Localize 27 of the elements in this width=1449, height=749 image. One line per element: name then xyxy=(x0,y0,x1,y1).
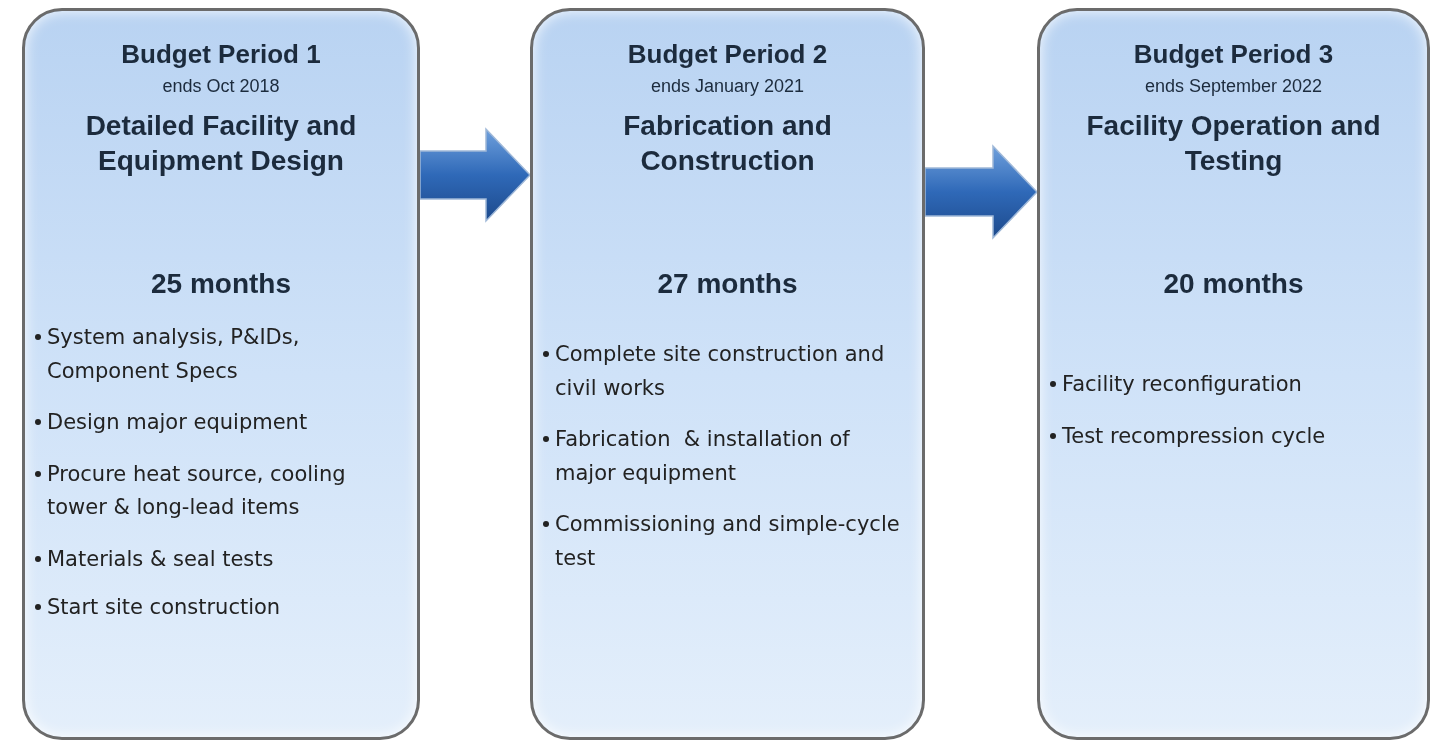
end-date: ends September 2022 xyxy=(1143,75,1324,98)
period-heading: Budget Period 3 xyxy=(1132,38,1335,71)
bullet-text: Procure heat source, cooling tower & long-lead items xyxy=(47,460,347,522)
bullet-text: Complete site construction and civil works xyxy=(555,341,886,402)
block-arrow xyxy=(924,144,1039,240)
period-heading: Budget Period 1 xyxy=(120,38,322,71)
end-date: ends January 2021 xyxy=(649,75,806,98)
bullet-text: Commissioning and simple-cycle test xyxy=(555,511,901,572)
block-arrow xyxy=(419,127,532,223)
duration: 20 months xyxy=(1162,267,1305,301)
phase-title: Detailed Facility and Equipment Design xyxy=(84,109,358,178)
phase-title: Fabrication and Construction xyxy=(622,109,833,178)
duration: 27 months xyxy=(656,267,799,301)
bullet-text: Materials & seal tests xyxy=(47,545,274,573)
phase-card xyxy=(1037,8,1430,740)
bullet-text: Facility reconfiguration xyxy=(1062,371,1302,398)
period-heading: Budget Period 2 xyxy=(626,38,829,71)
bullet-text: System analysis, P&IDs, Component Specs xyxy=(47,324,301,385)
end-date: ends Oct 2018 xyxy=(161,75,281,98)
bullet-text: Start site construction xyxy=(47,593,281,621)
duration: 25 months xyxy=(150,267,292,301)
phase-card xyxy=(530,8,925,740)
bullet-text: Test recompression cycle xyxy=(1062,422,1326,450)
phase-title: Facility Operation and Testing xyxy=(1085,109,1382,178)
bullet-text: Fabrication & installation of major equipment xyxy=(555,426,851,487)
bullet-text: Design major equipment xyxy=(47,409,308,437)
phase-card xyxy=(22,8,420,740)
